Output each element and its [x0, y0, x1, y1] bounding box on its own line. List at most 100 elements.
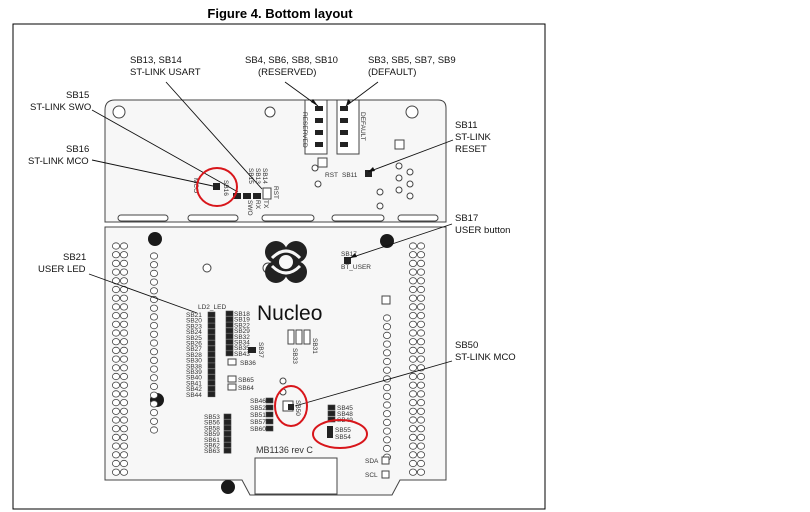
- sb-pad: [207, 334, 216, 341]
- sb-pad: [223, 442, 232, 448]
- sb-label: SB24: [186, 329, 202, 336]
- sda-label: SDA: [365, 458, 379, 465]
- sb-label: SB61: [204, 437, 220, 444]
- callout-sb16-desc: ST-LINK MCO: [28, 156, 89, 167]
- sb-pad: [225, 316, 234, 323]
- sb-pad: [207, 328, 216, 335]
- callout-sb4-10-title: SB4, SB6, SB8, SB10: [245, 55, 338, 66]
- sb-label: SB18: [234, 311, 250, 318]
- sb-pad: [225, 350, 234, 357]
- callout-sb3-9-desc: (DEFAULT): [368, 67, 416, 78]
- sb-pad: [265, 411, 274, 418]
- sb-column-a: SB21SB20SB23SB24SB25SB26SB27SB28SB30SB38…: [186, 311, 216, 399]
- sb-label: SB59: [204, 431, 220, 438]
- callout-sb11-desc2: RESET: [455, 144, 487, 155]
- sb-pad: [223, 413, 232, 420]
- sb50-board-label: SB50: [294, 400, 301, 416]
- sb-label: SB26: [186, 341, 202, 348]
- sb33-board-label: SB33: [291, 348, 298, 364]
- sb-label: SB22: [234, 322, 250, 329]
- right-inner-header: [382, 314, 391, 461]
- sb-pad: [327, 410, 336, 417]
- sb-pad: [265, 418, 274, 425]
- figure-title: Figure 4. Bottom layout: [207, 6, 353, 21]
- sb-label: SB57: [250, 419, 266, 426]
- main-board: [104, 226, 447, 496]
- sb-pad: [223, 425, 232, 431]
- callout-sb13-14-title: SB13, SB14: [130, 55, 182, 66]
- sb65-board-label: SB65: [238, 377, 254, 384]
- sb-label: SB39: [186, 369, 202, 376]
- stlink-board: [104, 99, 447, 223]
- sb-label: SB62: [204, 443, 220, 450]
- highlight-sb54-sb55: [312, 419, 368, 449]
- sb-pad: [225, 322, 234, 328]
- reserved-label: RESERVED: [301, 112, 308, 148]
- sb-pad: [207, 340, 216, 346]
- swo-label: SWO: [246, 200, 253, 216]
- sb55-sb54-pads: [327, 426, 333, 438]
- sb-label: SB32: [234, 334, 250, 341]
- sb50-pad: [288, 404, 294, 410]
- tx-label: TX: [262, 200, 269, 209]
- sb36-pad: [227, 358, 237, 366]
- sb-label: SB43: [234, 351, 250, 358]
- sb14-board-label: SB14: [261, 168, 268, 184]
- upper-pads: [311, 139, 405, 188]
- sb37-board-label: SB37: [257, 342, 264, 358]
- sb-pad: [207, 317, 216, 324]
- sb11-pad: [365, 170, 372, 177]
- sb64-pad: [227, 383, 237, 391]
- sb-pad: [225, 333, 234, 340]
- nucleo-logo-text: Nucleo: [257, 302, 322, 325]
- sb-pad: [207, 362, 216, 369]
- sb36-board-label: SB36: [240, 360, 256, 367]
- rst-small-label: RST: [272, 186, 279, 199]
- leader-arrowheads: [311, 99, 375, 258]
- sb-pad: [223, 430, 232, 437]
- sb-label: SB25: [186, 335, 202, 342]
- sb-label: SB19: [234, 317, 250, 324]
- sb17-pad: [344, 257, 351, 264]
- sb-pad: [207, 345, 216, 352]
- sb65-pad: [227, 375, 237, 383]
- sb-label: SB58: [204, 425, 220, 432]
- sb-label: SB30: [186, 358, 202, 365]
- rst-label: RST: [325, 172, 338, 179]
- sb-pad: [223, 436, 232, 443]
- sb13-board-label: SB13: [254, 168, 261, 184]
- sb55-board-label: SB55: [335, 427, 351, 434]
- snap-off-slots: [117, 214, 439, 222]
- sb-pad: [265, 425, 274, 432]
- sb-label: SB41: [186, 380, 202, 387]
- left-inner-header: [149, 252, 158, 434]
- sb64-board-label: SB64: [238, 385, 254, 392]
- rx-label: RX: [254, 200, 261, 210]
- callout-sb50-desc: ST-LINK MCO: [455, 352, 516, 363]
- sb37-pad: [248, 347, 256, 353]
- highlight-sb16: [196, 167, 238, 207]
- ld2-led-label: LD2_LED: [198, 304, 226, 311]
- sb-block-reserved: RESERVED: [301, 99, 328, 155]
- sb-label: SB23: [186, 323, 202, 330]
- sb-pad: [223, 447, 232, 454]
- callout-sb15-desc: ST-LINK SWO: [30, 102, 91, 113]
- sb-pad: [225, 310, 234, 317]
- sb-pad: [207, 357, 216, 363]
- sb-label: SB53: [204, 414, 220, 421]
- callout-sb16-title: SB16: [66, 144, 89, 155]
- left-morpho-header: [112, 242, 129, 476]
- callout-sb17-desc: USER button: [455, 225, 510, 236]
- bottom-connector: [254, 457, 338, 495]
- sb-label: SB63: [204, 448, 220, 455]
- sb-pad: [265, 397, 274, 404]
- sb-pad: [225, 339, 234, 345]
- sb16-board-label: SB16: [222, 180, 229, 196]
- callout-sb3-9-title: SB3, SB5, SB7, SB9: [368, 55, 456, 66]
- sb-label: SB28: [186, 352, 202, 359]
- right-morpho-header: [408, 242, 425, 476]
- sb-label: SB38: [186, 363, 202, 370]
- callout-sb4-10-desc: (RESERVED): [258, 67, 316, 78]
